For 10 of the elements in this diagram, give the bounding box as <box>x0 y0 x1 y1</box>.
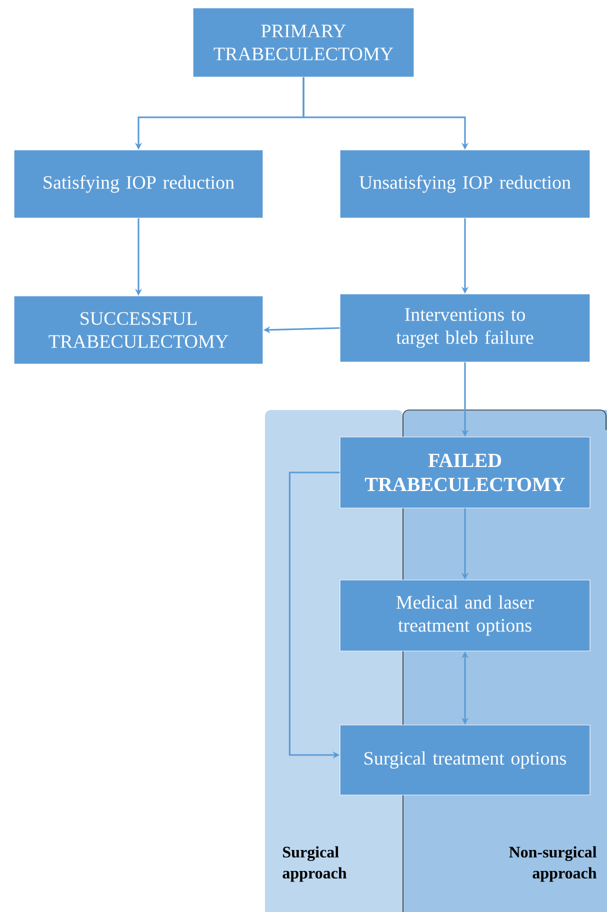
process-box: SUCCESSFUL TRABECULECTOMY <box>14 296 264 364</box>
band-label: Surgical approach <box>282 846 347 882</box>
band-label: Non-surgical approach <box>509 846 597 882</box>
process-box: Surgical treatment options <box>340 724 590 796</box>
process-box: FAILED TRABECULECTOMY <box>340 436 590 508</box>
process-box: Satisfying IOP reduction <box>14 150 264 218</box>
process-box: PRIMARY TRABECULECTOMY <box>192 8 414 78</box>
process-box: Interventions to target bleb failure <box>340 294 590 362</box>
process-box: Medical and laser treatment options <box>340 580 590 652</box>
process-box: Unsatisfying IOP reduction <box>340 150 590 218</box>
